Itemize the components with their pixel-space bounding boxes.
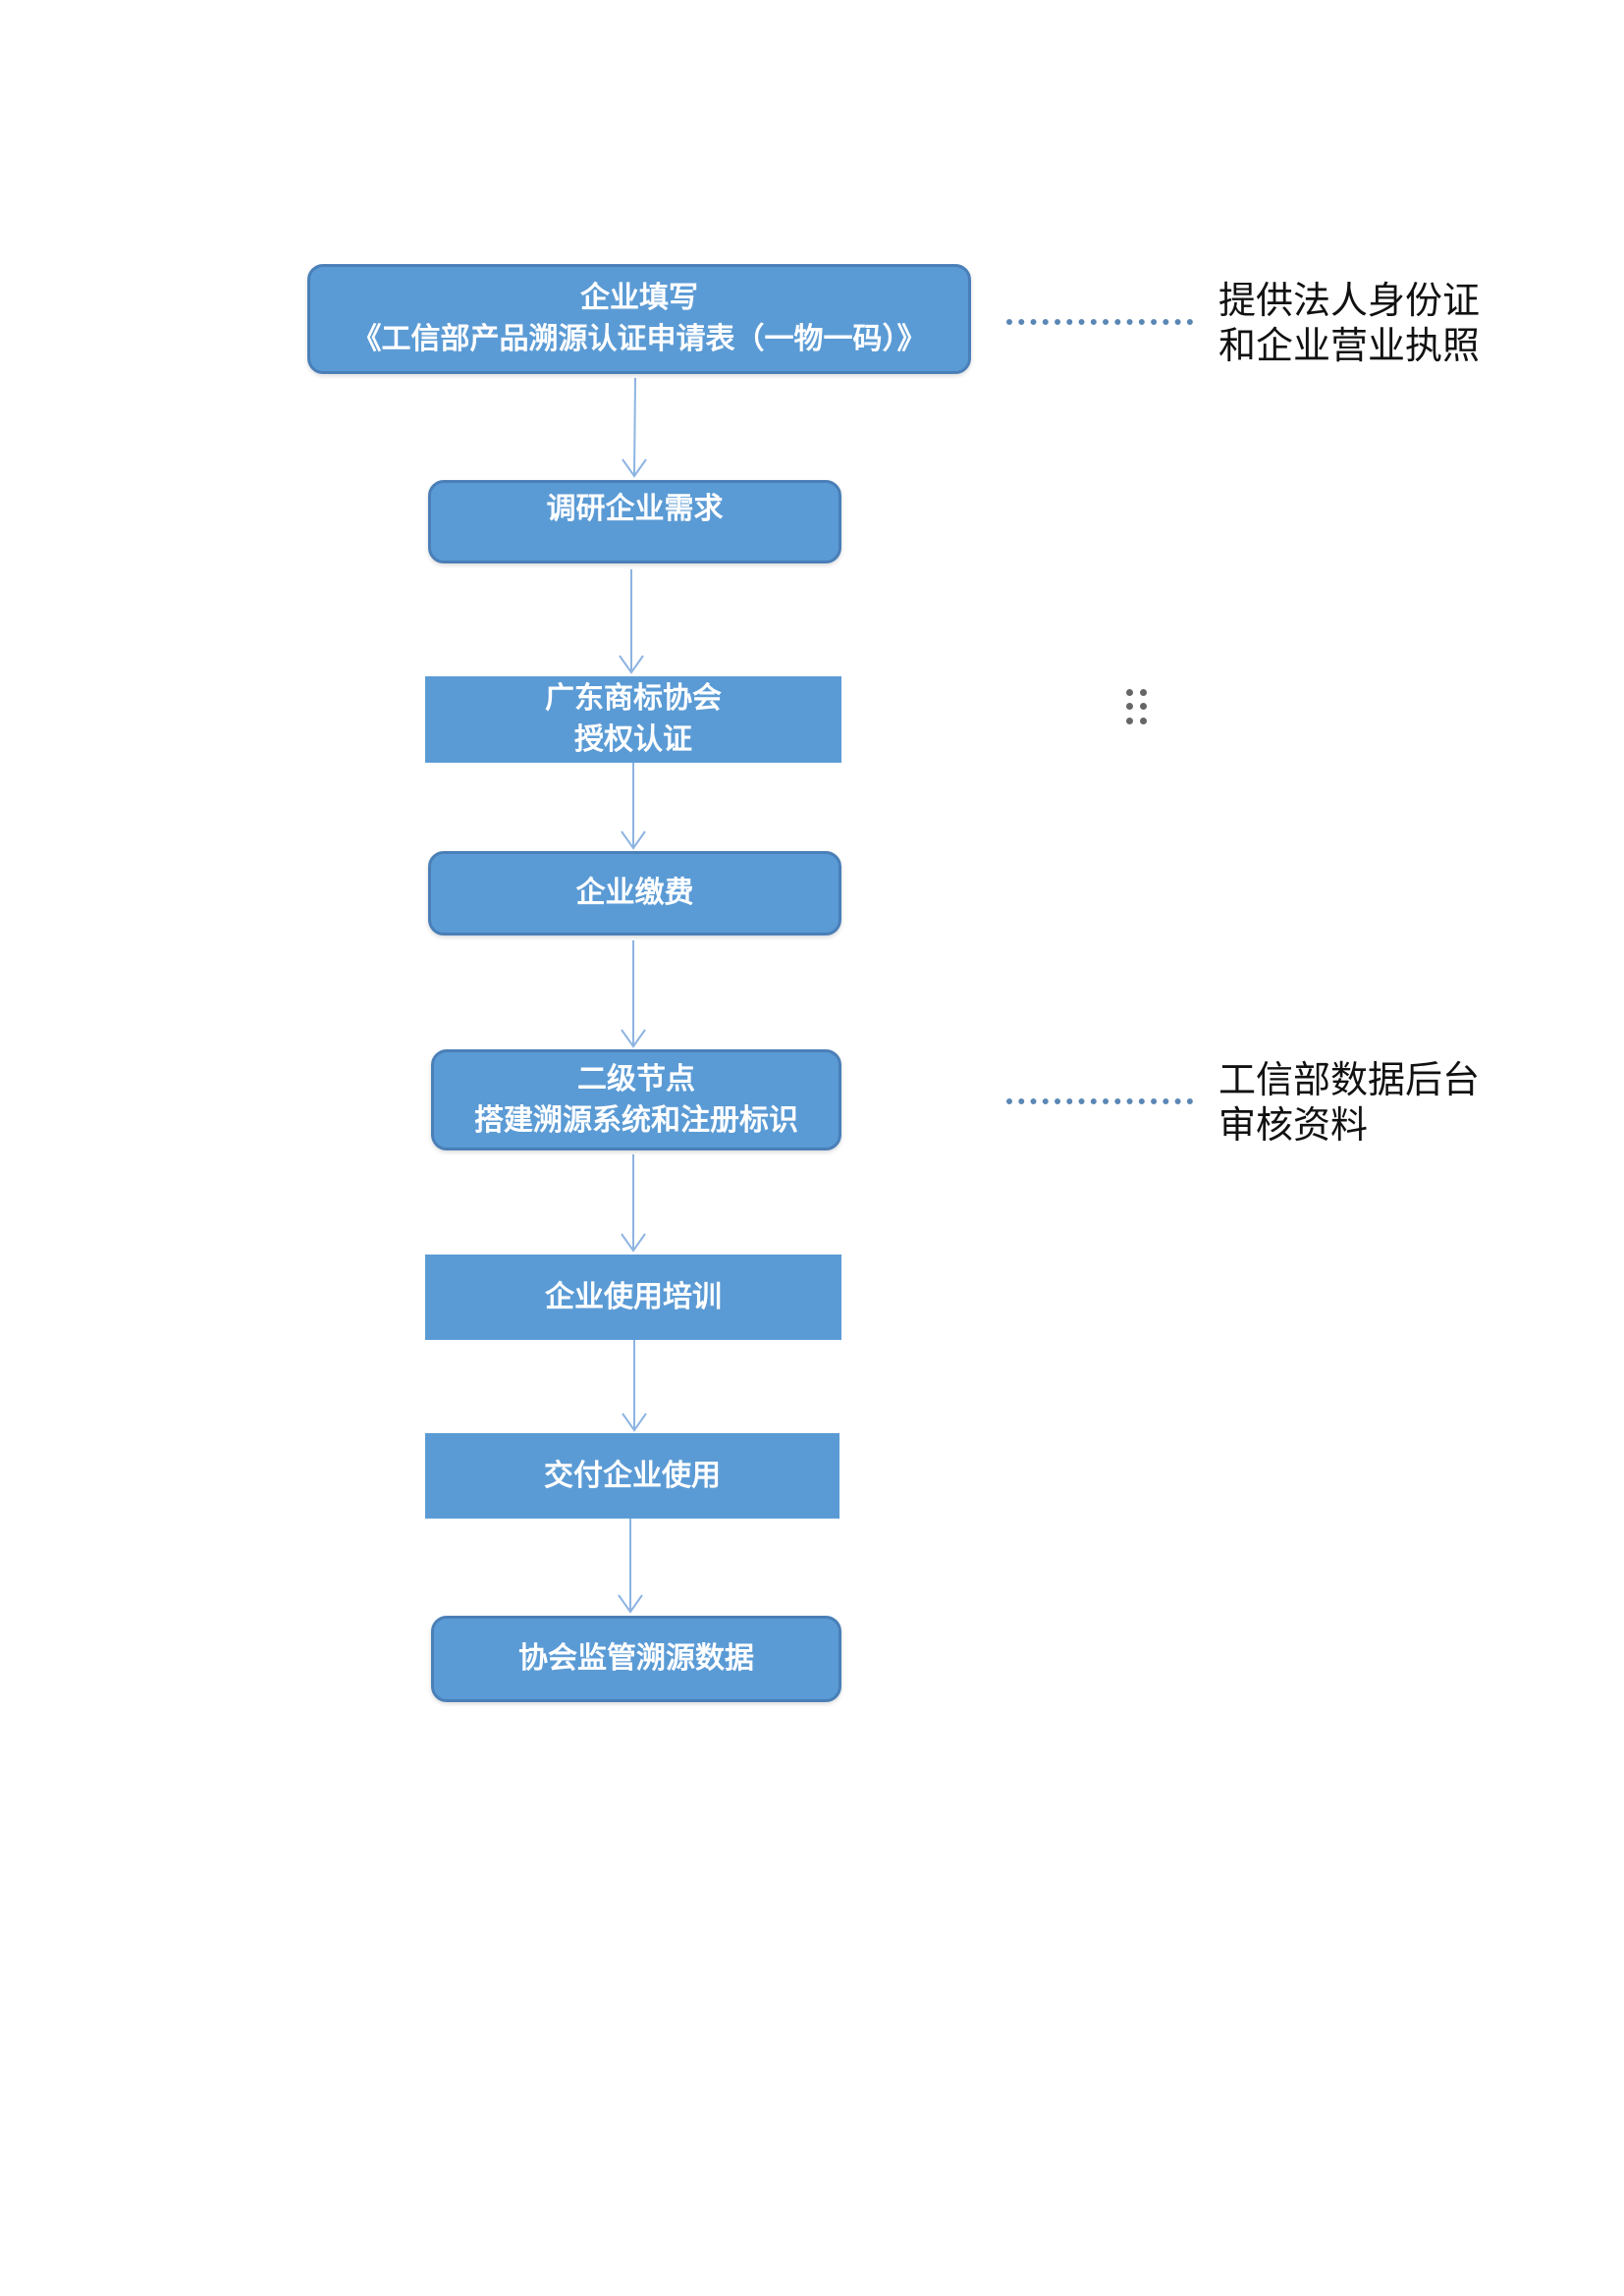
arrow-2-3 <box>619 569 644 674</box>
drag-handle-icon[interactable] <box>1126 689 1148 726</box>
arrow-5-6 <box>621 1154 646 1253</box>
step-label: 企业使用培训 <box>545 1279 722 1314</box>
note-line: 工信部数据后台 <box>1218 1058 1481 1101</box>
dotted-connector <box>1006 319 1193 325</box>
arrow-3-4 <box>621 763 646 850</box>
step-label: 交付企业使用 <box>544 1458 721 1493</box>
step-label: 企业缴费 <box>575 876 694 910</box>
step-authorization: 广东商标协会 授权认证 <box>425 676 841 763</box>
step-label: 调研企业需求 <box>546 492 724 526</box>
step-label: 广东商标协会 <box>545 681 722 716</box>
arrow-6-7 <box>622 1340 647 1432</box>
arrow-4-5 <box>621 940 646 1048</box>
step-label: 搭建溯源系统和注册标识 <box>474 1102 798 1138</box>
step-payment: 企业缴费 <box>428 851 841 935</box>
step-label: 《工信部产品溯源认证申请表（一物一码）》 <box>352 322 927 356</box>
step-label: 协会监管溯源数据 <box>518 1641 754 1676</box>
note-review: 工信部数据后台 审核资料 <box>1218 1057 1480 1148</box>
step-research-needs: 调研企业需求 <box>428 480 841 563</box>
step-delivery: 交付企业使用 <box>425 1433 839 1519</box>
step-supervision: 协会监管溯源数据 <box>431 1616 841 1702</box>
note-line: 提供法人身份证 <box>1218 279 1481 322</box>
step-label: 企业填写 <box>580 281 698 315</box>
note-line: 和企业营业执照 <box>1218 324 1481 367</box>
step-fill-application: 企业填写 《工信部产品溯源认证申请表（一物一码）》 <box>307 264 971 374</box>
arrow-1-2 <box>622 377 647 478</box>
note-documents: 提供法人身份证 和企业营业执照 <box>1218 278 1480 368</box>
dotted-connector <box>1006 1098 1193 1104</box>
note-line: 审核资料 <box>1218 1103 1369 1147</box>
step-label: 二级节点 <box>577 1061 695 1096</box>
step-label: 授权认证 <box>574 722 692 757</box>
step-training: 企业使用培训 <box>425 1255 841 1340</box>
step-secondary-node: 二级节点 搭建溯源系统和注册标识 <box>431 1049 841 1150</box>
arrow-7-8 <box>618 1519 643 1614</box>
